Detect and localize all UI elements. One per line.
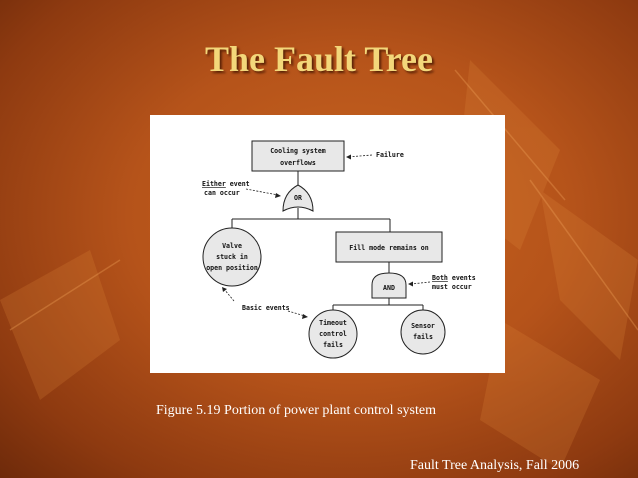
leaf-shape [540,190,638,360]
either-note-line1: Either event [202,180,250,188]
slide-title: The Fault Tree [205,39,433,79]
slide-footer: Fault Tree Analysis, Fall 2006 [410,458,580,473]
sensor-basic-event [400,309,446,355]
top-event-box [251,140,345,172]
basic-events-pointer-valve [223,288,235,302]
fill-mode-label: Fill mode remains on [349,244,428,252]
basic-events-arrowhead-timeout [302,314,308,319]
valve-label-line2: stuck in [216,253,248,261]
valve-label-line3: open position [206,264,258,272]
top-event-label-line1: Cooling system [270,147,326,155]
both-pointer [410,281,431,285]
fault-tree-diagram: Cooling system overflows Failure OR Eith… [202,140,476,359]
sensor-label-line2: fails [413,333,433,341]
leaf-vein [529,179,638,331]
basic-events-arrowhead-valve [222,287,227,292]
timeout-label-line3: fails [323,341,343,349]
valve-basic-event [202,227,262,287]
timeout-label-line1: Timeout [319,319,347,327]
leaf-shape [480,320,600,470]
valve-label-line1: Valve [222,242,242,250]
leaf-vein [9,259,121,331]
both-note-line1: Both events [432,274,476,282]
both-arrowhead [408,281,413,287]
top-event-label-line2: overflows [280,159,316,167]
either-pointer [245,188,279,196]
sensor-label-line1: Sensor [411,322,435,330]
basic-events-note: Basic events [242,304,290,312]
or-gate-label: OR [294,194,302,202]
timeout-label-line2: control [319,330,347,338]
failure-arrowhead [346,154,351,160]
both-note-line2: must occur [432,283,472,291]
and-gate [371,272,407,299]
figure-caption: Figure 5.19 Portion of power plant contr… [156,403,436,418]
leaf-vein [454,69,566,201]
and-gate-label: AND [383,284,395,292]
timeout-basic-event [308,309,358,359]
leaf-shape [0,250,120,400]
fault-tree-figure: Cooling system overflows Failure OR Eith… [150,115,505,373]
either-arrowhead [275,193,281,198]
or-gate [282,184,314,212]
either-note-line2: can occur [204,189,240,197]
basic-events-pointer-timeout [287,310,306,317]
failure-pointer [347,154,373,158]
failure-note: Failure [376,151,404,159]
